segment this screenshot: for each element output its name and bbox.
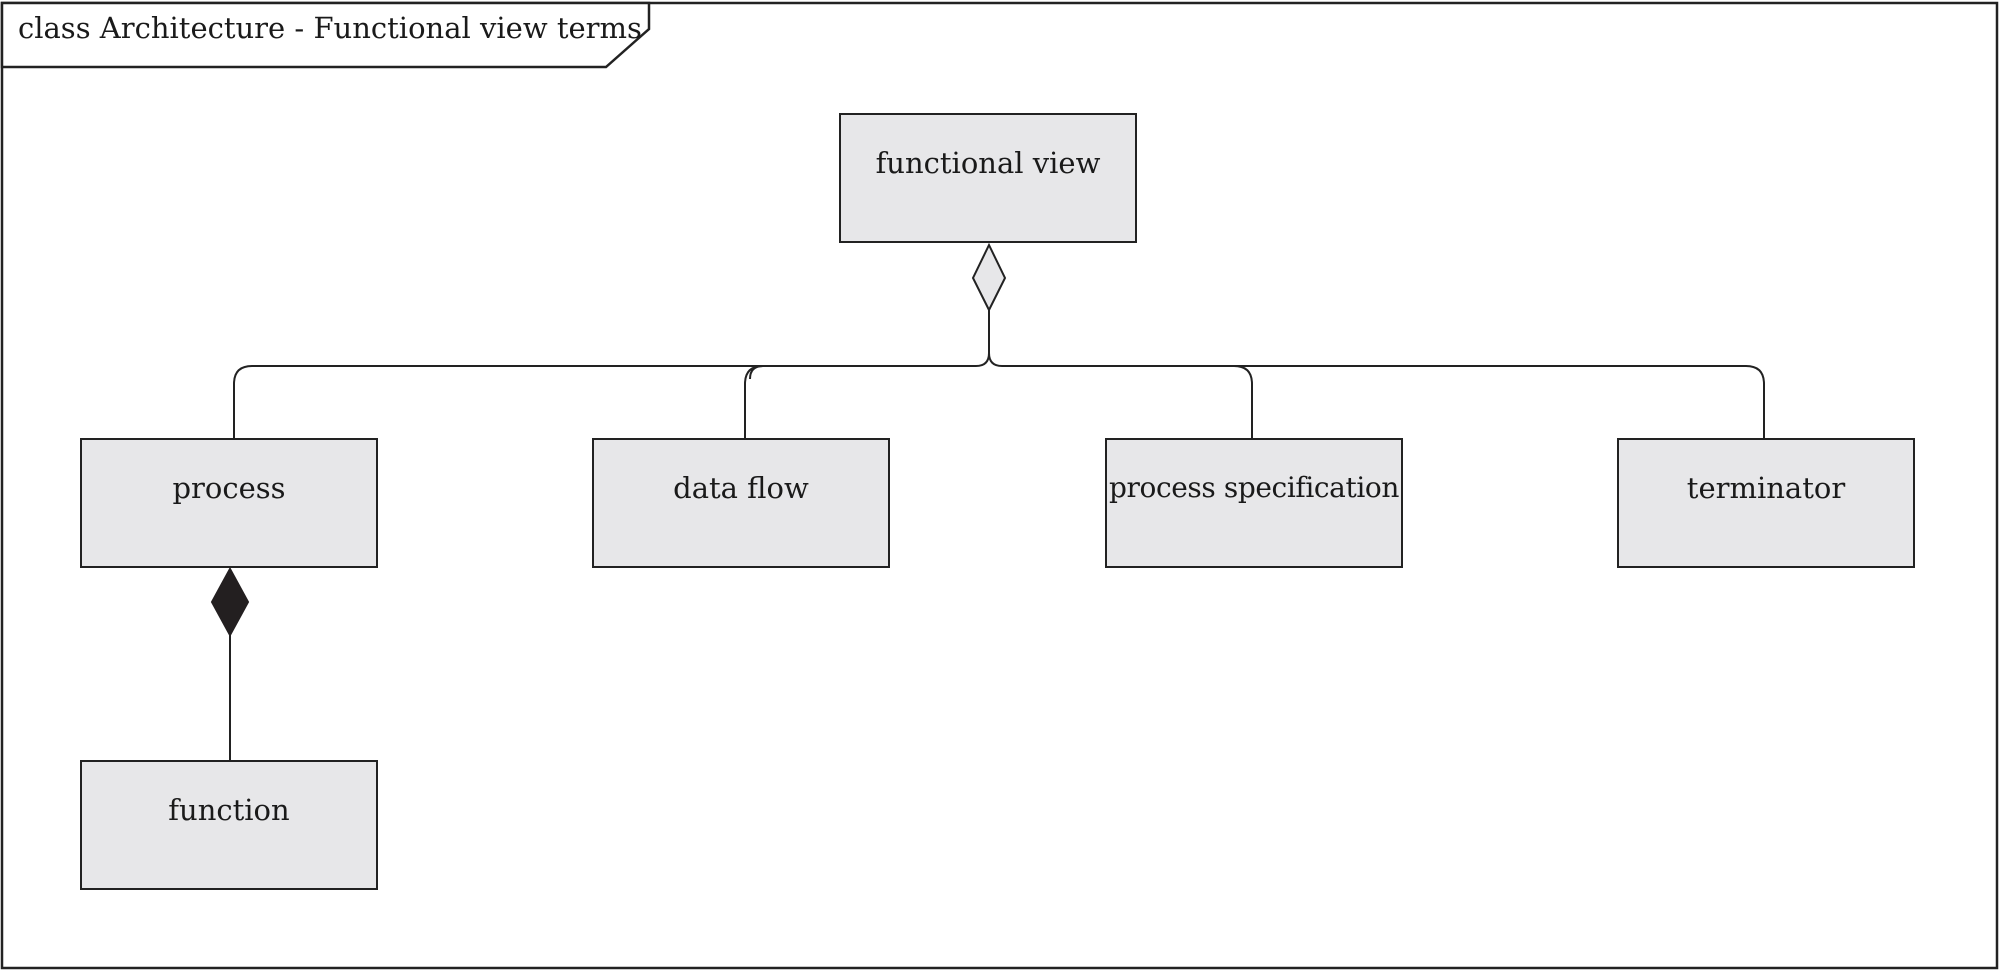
class-function[interactable]: function xyxy=(80,760,378,890)
class-data-flow[interactable]: data flow xyxy=(592,438,890,568)
class-name: data flow xyxy=(673,471,809,505)
class-functional-view[interactable]: functional view xyxy=(839,113,1137,243)
frame-title-tab xyxy=(0,1,651,69)
class-name: process xyxy=(172,471,286,505)
class-name: process specification xyxy=(1109,471,1399,504)
class-terminator[interactable]: terminator xyxy=(1617,438,1915,568)
class-name: function xyxy=(168,793,290,827)
frame-title: class Architecture - Functional view ter… xyxy=(18,11,642,45)
class-process[interactable]: process xyxy=(80,438,378,568)
composition-diamond xyxy=(210,566,250,638)
class-name: functional view xyxy=(875,146,1101,180)
connector-to-process xyxy=(233,365,763,438)
class-process-specification[interactable]: process specification xyxy=(1105,438,1403,568)
aggregation-diamond xyxy=(971,242,1007,313)
class-name: terminator xyxy=(1686,471,1846,505)
aggregation-connectors xyxy=(233,310,1765,438)
connector-to-terminator xyxy=(1234,365,1765,438)
